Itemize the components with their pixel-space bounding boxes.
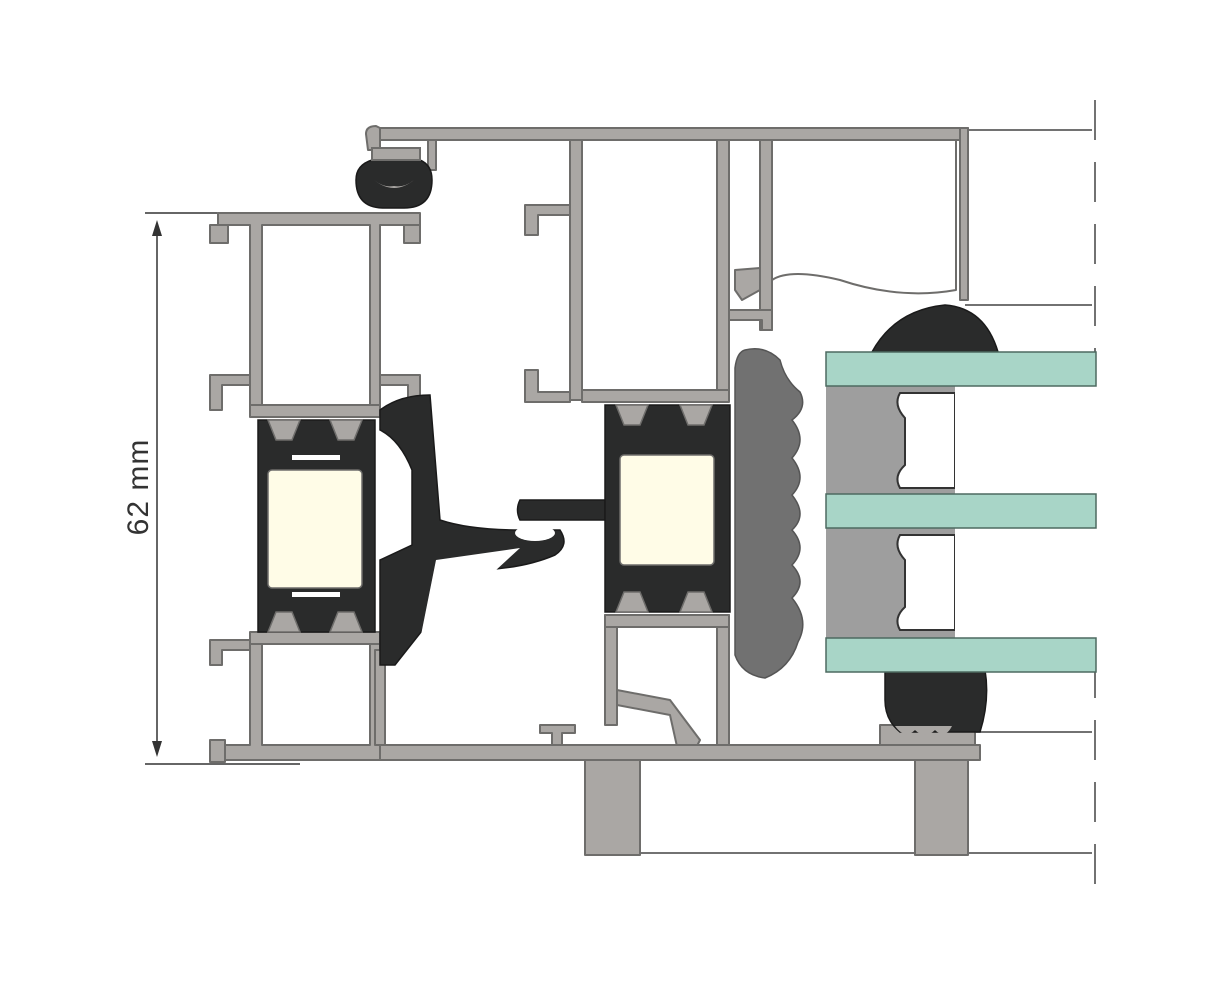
- thermal-break-left-slot-top: [292, 455, 340, 460]
- frame-glazing-cavity: [771, 139, 957, 295]
- glazing-bead-clip: [895, 726, 952, 735]
- frame-bottom-leg-left: [584, 759, 641, 856]
- sash-lower-ceiling: [249, 631, 381, 645]
- thermal-break-right: [604, 404, 731, 613]
- frame-bottom-hook: [539, 724, 576, 746]
- thermal-break-right-grip-4: [678, 591, 714, 613]
- thermal-break-left: [257, 419, 376, 633]
- thermal-break-left-slot-bottom: [292, 592, 340, 597]
- top-gasket-mount: [371, 147, 421, 161]
- frame-hook-upper: [524, 204, 571, 236]
- glazing-air-gap-upper: [955, 386, 1096, 496]
- thermal-break-left-grip-2: [328, 419, 364, 441]
- glass-pane-outer: [825, 351, 1097, 387]
- top-gasket-notch: [374, 180, 414, 188]
- sash-side-hook-upper: [209, 374, 251, 411]
- top-gasket: [355, 147, 433, 209]
- thermal-break-left-grip-4: [328, 611, 364, 633]
- frame-clip-lower: [728, 309, 773, 331]
- centre-gasket: [379, 394, 606, 666]
- frame-hook-lower: [524, 369, 571, 403]
- centre-gasket-fin: [516, 499, 606, 521]
- frame-inner-wall-b: [716, 139, 730, 401]
- glazing-gasket-bottom: [884, 669, 988, 733]
- insulation-core-right: [619, 454, 715, 566]
- sash-top-lip-right: [403, 224, 421, 244]
- frame-lower-wall-b: [716, 614, 730, 746]
- dimension-arrow-top: [152, 220, 162, 236]
- dimension-62mm: 62 mm: [122, 212, 370, 765]
- sash-profile: [209, 212, 421, 763]
- dimension-label: 62 mm: [122, 439, 155, 536]
- brush-seal: [734, 348, 804, 679]
- frame-top-hook: [365, 125, 381, 151]
- frame-clip: [734, 267, 761, 301]
- spacer-upper: [896, 392, 956, 489]
- insulation-core-left: [267, 469, 363, 589]
- frame-bottom-leg-right: [914, 759, 969, 856]
- frame-top-lip: [427, 139, 437, 171]
- centre-gasket-bulb-hole: [515, 525, 555, 541]
- thermal-break-right-grip-2: [678, 404, 714, 426]
- dimension-arrow-bottom: [152, 741, 162, 757]
- thermal-break-right-grip-1: [614, 404, 650, 426]
- glass-pane-middle: [825, 493, 1097, 529]
- centre-gasket-body: [379, 394, 565, 666]
- centre-gasket-hole: [420, 548, 520, 640]
- frame-top-wall: [371, 127, 969, 141]
- outer-frame-profile: [365, 125, 981, 856]
- frame-inner-wall-c: [759, 139, 773, 331]
- glass-pane-inner: [825, 637, 1097, 673]
- thermal-break-left-grip-1: [266, 419, 302, 441]
- sash-top-lip-left: [209, 224, 229, 244]
- spacer-lower: [896, 534, 956, 631]
- frame-chamber-floor: [581, 389, 730, 403]
- sash-side-hook-lower: [209, 639, 251, 666]
- thermal-break-right-grip-3: [614, 591, 650, 613]
- frame-bottom-wall: [374, 744, 981, 761]
- frame-inner-wall-a: [569, 139, 583, 401]
- glazing-gasket-top: [870, 304, 1000, 353]
- triple-glazing-unit: [825, 351, 1097, 673]
- frame-lower-ceiling: [604, 614, 730, 628]
- frame-lower-wall-a: [604, 614, 618, 726]
- sash-lower-chamber: [217, 643, 381, 761]
- top-gasket-body: [355, 159, 433, 209]
- thermal-break-left-grip-3: [266, 611, 302, 633]
- glazing-air-gap-lower: [955, 528, 1096, 638]
- frame-right-wall: [959, 127, 969, 301]
- sash-bottom-lip: [209, 739, 226, 763]
- sash-upper-floor: [249, 404, 381, 418]
